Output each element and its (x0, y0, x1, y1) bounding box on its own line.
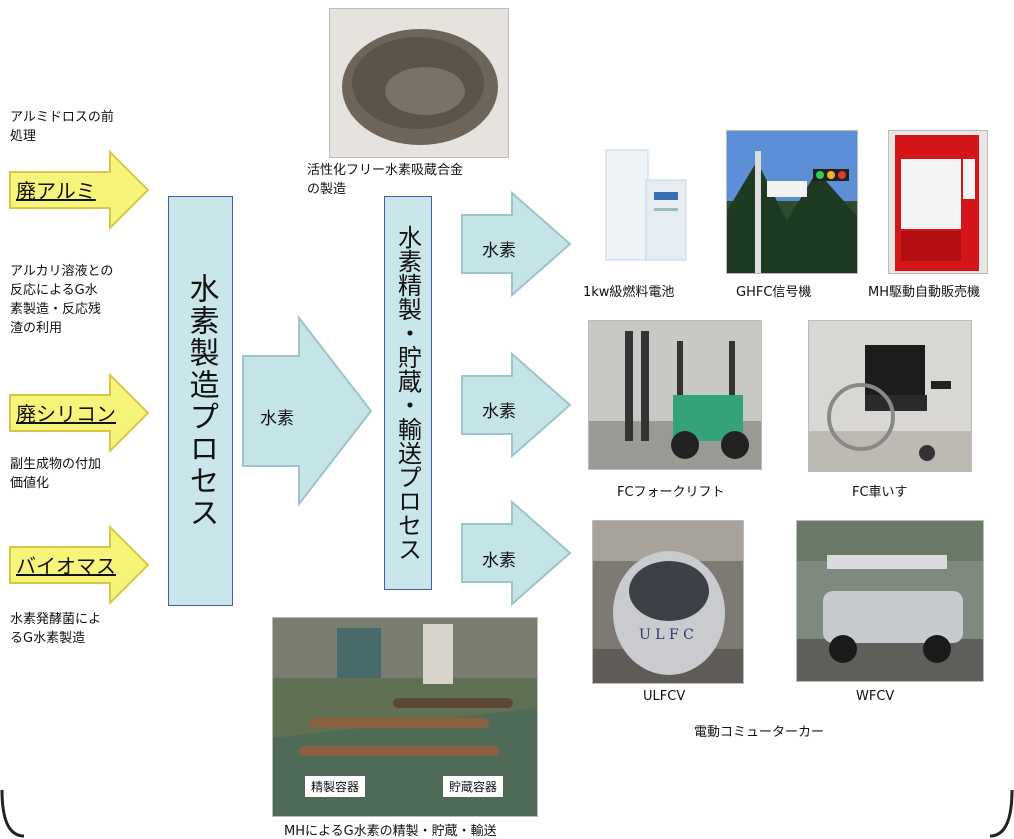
storage-container-label: 貯蔵容器 (443, 776, 504, 797)
note-fermentation: 水素発酵菌によ るG水素製造 (10, 612, 102, 646)
ulfcv-caption: ULFCV (643, 689, 686, 704)
source-arrow-silicon (9, 372, 150, 454)
mh-purification-caption: MHによるG水素の精製・貯蔵・輸送 (284, 824, 497, 839)
mh-container-photo: 精製容器 貯蔵容器 (272, 617, 538, 817)
hydrogen-arrow-out-1 (461, 190, 572, 298)
wfcv-caption: WFCV (856, 689, 895, 704)
alloy-caption: 活性化フリー水素吸蔵合金 の製造 (307, 163, 464, 197)
source-label-silicon: 廃シリコン (16, 402, 116, 426)
ulfcv-photo: U L F C (592, 520, 744, 684)
source-arrow-aluminum (9, 149, 150, 231)
fuel-cell-caption: 1kw級燃料電池 (583, 285, 675, 300)
forklift-caption: FCフォークリフト (617, 485, 725, 500)
purification-storage-transport-process-box: 水素精製・貯蔵・輸送プロセス (384, 196, 432, 590)
source-label-aluminum: 廃アルミ (16, 179, 96, 203)
ulfcv-body-text: U L F C (639, 627, 694, 643)
fuel-cell-photo (588, 130, 706, 274)
source-arrow-biomass (9, 524, 150, 606)
vending-machine-caption: MH駆動自動販売機 (868, 285, 980, 300)
hydrogen-arrow-out-3 (461, 499, 572, 607)
note-aluminum-dross: アルミドロスの前 処理 (10, 110, 114, 144)
note-alkali-reaction: アルカリ溶液との 反応によるG水 素製造・反応残 渣の利用 (10, 264, 114, 336)
hydrogen-arrow-middle (242, 315, 373, 507)
hydrogen-production-process-label: 水素製造プロセス (183, 273, 219, 529)
forklift-photo (588, 320, 762, 470)
signal-caption: GHFC信号機 (736, 285, 812, 300)
hydrogen-arrow-out-2 (461, 351, 572, 459)
signal-photo (726, 130, 858, 274)
wheelchair-caption: FC車いす (852, 485, 908, 500)
hydrogen-arrow-out-2-label: 水素 (482, 402, 516, 422)
vending-machine-photo (888, 130, 988, 274)
hydrogen-arrow-out-3-label: 水素 (482, 551, 516, 571)
note-byproduct: 副生成物の付加 価値化 (10, 457, 102, 491)
commuter-car-caption: 電動コミューターカー (694, 725, 825, 740)
purification-storage-transport-process-label: 水素精製・貯蔵・輸送プロセス (393, 225, 422, 561)
wheelchair-photo (808, 320, 972, 472)
hydrogen-arrow-middle-label: 水素 (260, 409, 294, 429)
wfcv-photo (796, 520, 984, 682)
alloy-powder-photo (329, 8, 509, 158)
source-label-biomass: バイオマス (16, 554, 116, 578)
hydrogen-arrow-out-1-label: 水素 (482, 241, 516, 261)
hydrogen-production-process-box: 水素製造プロセス (168, 196, 233, 606)
refine-container-label: 精製容器 (305, 776, 366, 797)
